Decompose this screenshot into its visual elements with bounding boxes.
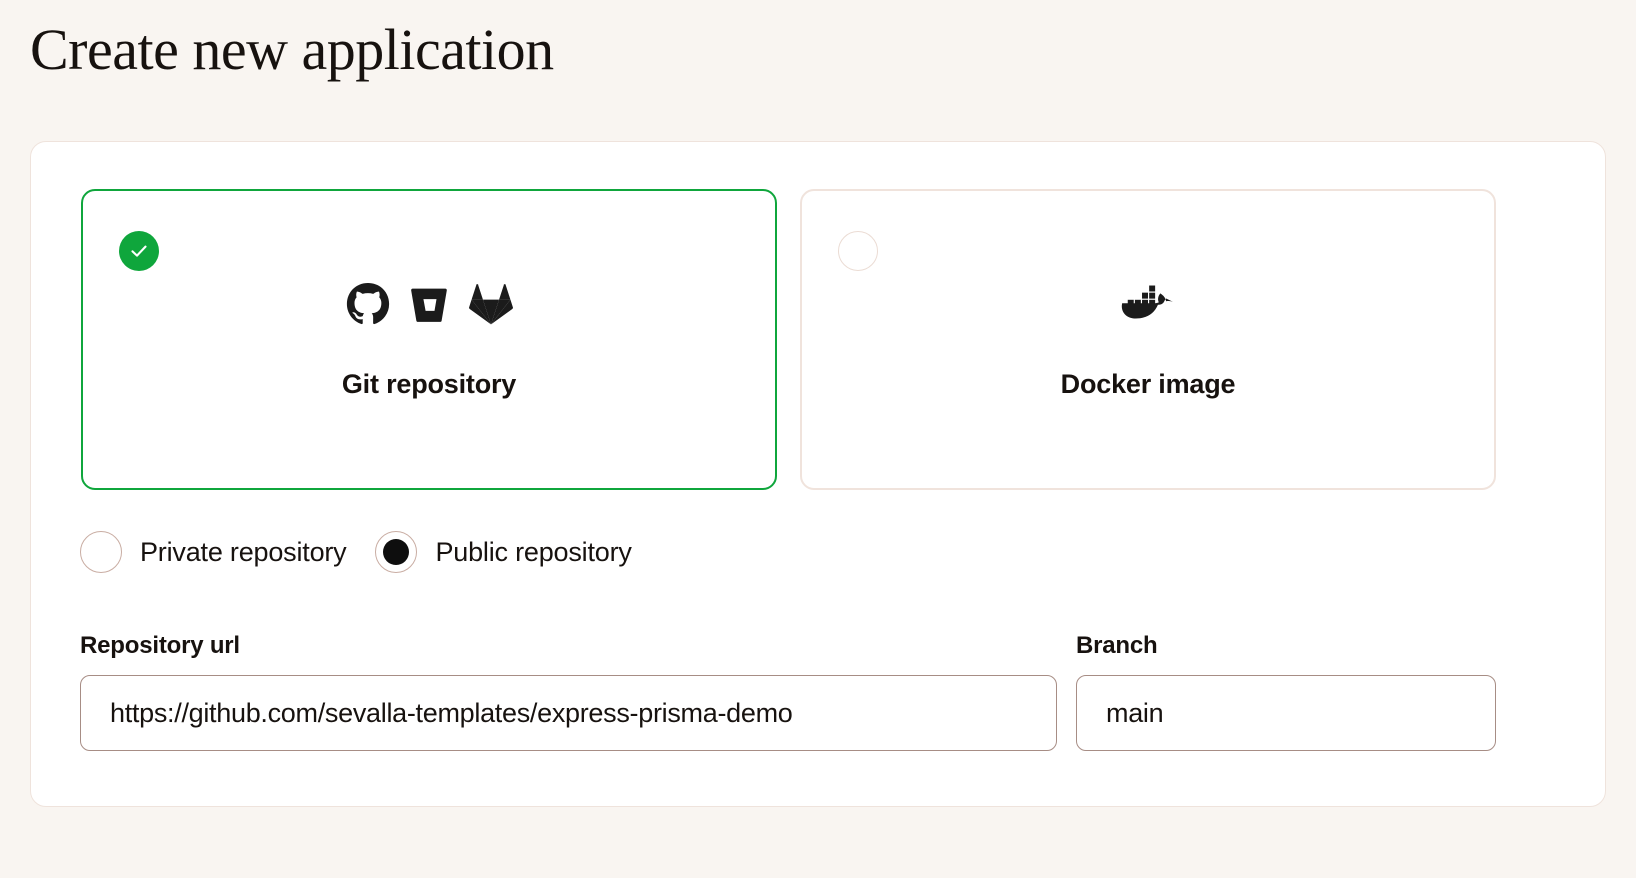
source-card-git-label: Git repository — [341, 369, 517, 399]
source-card-git-body: Git repository — [83, 191, 775, 488]
repository-fields: Repository url Branch — [80, 632, 1496, 751]
source-card-docker-label: Docker image — [1060, 369, 1236, 399]
source-card-docker-image[interactable]: Docker image — [800, 189, 1496, 490]
radio-option-public[interactable]: Public repository — [375, 531, 632, 573]
git-provider-icons — [345, 279, 513, 331]
empty-radio-icon[interactable] — [838, 231, 878, 271]
bitbucket-icon — [410, 285, 450, 325]
check-icon — [119, 231, 159, 271]
radio-private-label: Private repository — [140, 536, 347, 567]
radio-selected-dot — [383, 539, 410, 565]
repository-url-input[interactable] — [80, 675, 1057, 751]
repository-visibility-group: Private repository Public repository — [80, 531, 632, 573]
create-application-panel: Git repository — [30, 141, 1606, 807]
repository-url-label: Repository url — [80, 632, 240, 659]
github-icon — [345, 282, 391, 328]
source-card-git-repository[interactable]: Git repository — [81, 189, 777, 490]
branch-label: Branch — [1076, 632, 1158, 659]
docker-icon-row — [1121, 279, 1175, 331]
branch-input[interactable] — [1076, 675, 1496, 751]
radio-option-private[interactable]: Private repository — [80, 531, 347, 573]
radio-public-label: Public repository — [435, 536, 632, 567]
field-repository-url: Repository url — [80, 632, 1057, 751]
source-card-docker-body: Docker image — [802, 191, 1494, 488]
page-title: Create new application — [30, 17, 554, 82]
radio-public-icon[interactable] — [375, 531, 418, 573]
field-branch: Branch — [1076, 632, 1496, 751]
radio-private-icon[interactable] — [80, 531, 122, 573]
source-type-selector: Git repository — [81, 189, 1496, 490]
gitlab-icon — [469, 283, 513, 327]
docker-icon — [1121, 283, 1175, 327]
